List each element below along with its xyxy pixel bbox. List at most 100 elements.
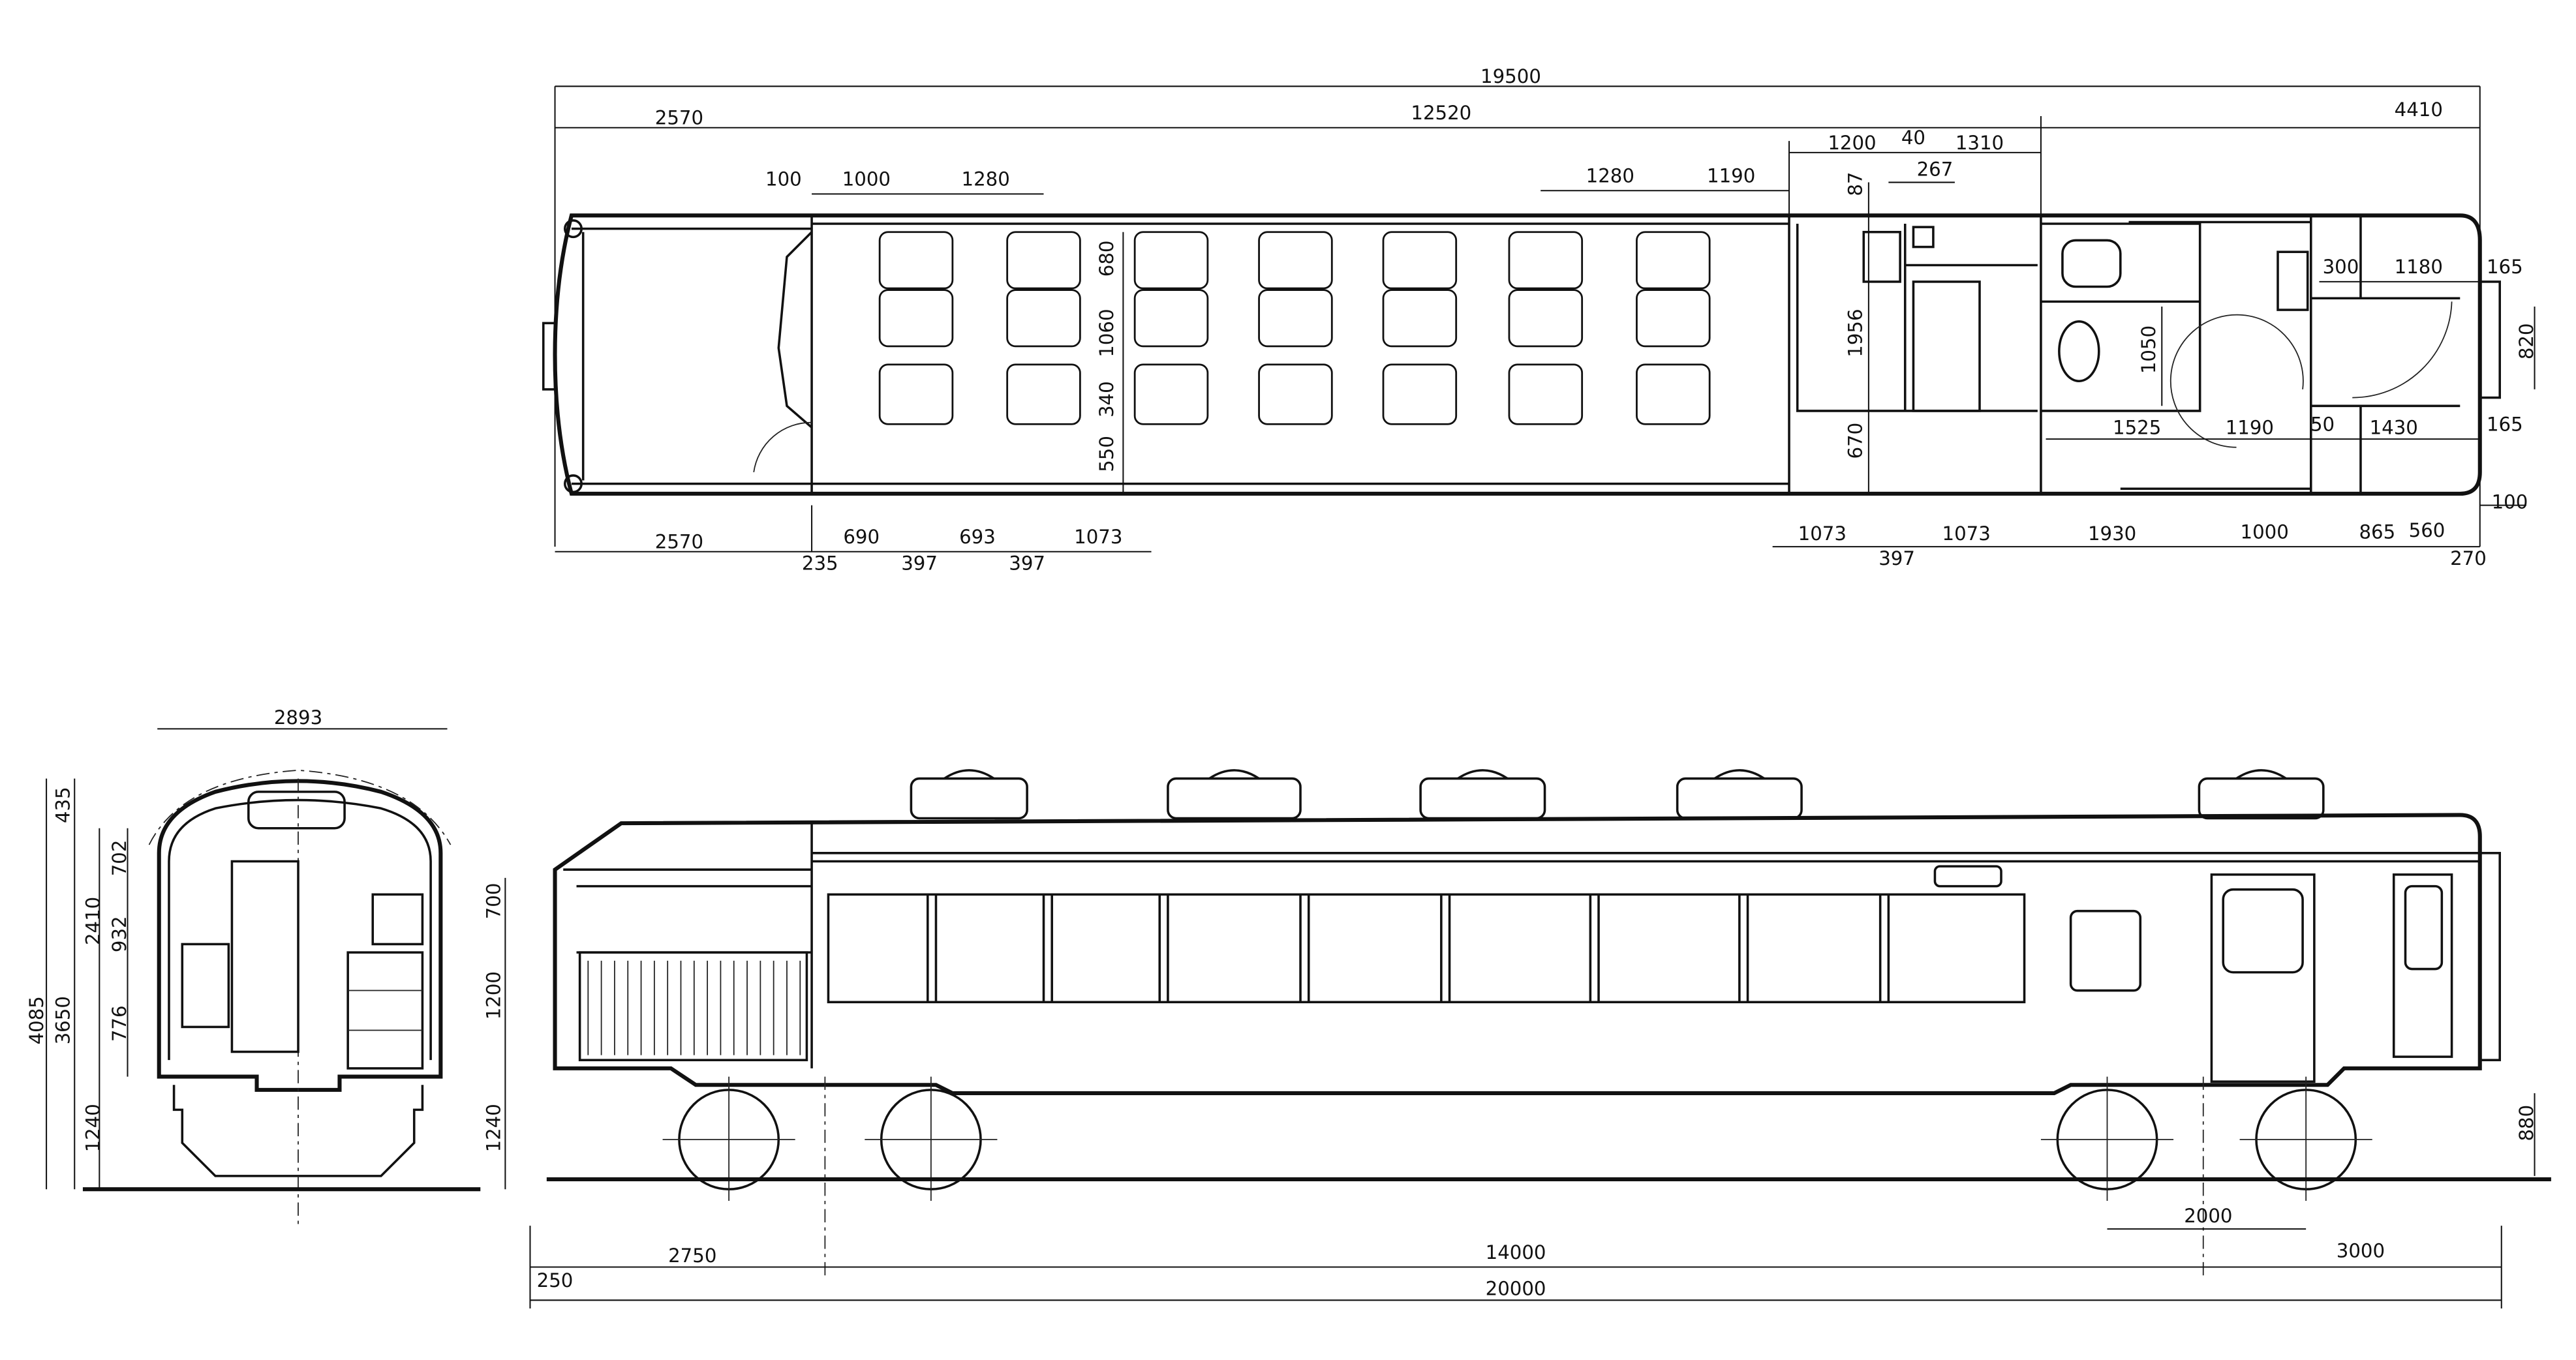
dimension-label: 1060 xyxy=(1096,309,1118,357)
dimension-label: 300 xyxy=(2323,256,2359,278)
dimension-label: 693 xyxy=(959,526,996,548)
seat xyxy=(878,289,954,348)
roof-vent xyxy=(1167,777,1302,820)
dimension-label: 670 xyxy=(1845,423,1867,459)
roof-vents xyxy=(910,769,2325,820)
dimension-label: 397 xyxy=(901,552,938,575)
window-mullion xyxy=(1589,894,1600,1003)
dimension-label: 267 xyxy=(1917,158,1954,180)
seat xyxy=(878,231,954,290)
side-view xyxy=(546,769,2551,1276)
dimension-label: 1073 xyxy=(1074,526,1122,548)
wheel-axis xyxy=(662,1076,795,1201)
dimension-label: 2570 xyxy=(655,107,703,129)
seat xyxy=(1258,231,1333,290)
dimension-label: 1073 xyxy=(1942,522,1991,545)
dimension-label: 700 xyxy=(483,883,505,920)
roof-vent xyxy=(2198,777,2325,820)
seat xyxy=(1636,289,1711,348)
seat xyxy=(1133,231,1209,290)
roof-vent xyxy=(1419,777,1546,820)
dimension-label: 776 xyxy=(108,1005,130,1042)
dimension-label: 165 xyxy=(2487,413,2523,435)
seats xyxy=(878,231,1711,425)
dimension-label: 235 xyxy=(802,552,838,575)
dimension-label: 1930 xyxy=(2088,522,2136,545)
dimension-label: 1240 xyxy=(82,1104,104,1152)
dimension-label: 1190 xyxy=(1707,165,1755,187)
dimension-label: 1200 xyxy=(483,971,505,1020)
dimension-label: 932 xyxy=(108,916,130,952)
dimension-label: 1000 xyxy=(2241,521,2289,543)
vent-dome xyxy=(943,769,995,780)
dimension-label: 865 xyxy=(2359,521,2395,543)
seat xyxy=(1508,289,1584,348)
roof-vent xyxy=(910,777,1028,820)
dimension-label: 3000 xyxy=(2337,1239,2385,1262)
dimension-label: 165 xyxy=(2487,256,2523,278)
dimension-label: 560 xyxy=(2409,519,2446,541)
window-mullion xyxy=(1299,894,1310,1003)
wheel-axis xyxy=(865,1076,998,1201)
dimension-label: 2893 xyxy=(274,706,322,729)
window-panes xyxy=(927,894,1890,1003)
dimension-label: 1280 xyxy=(1586,165,1634,187)
dimension-label: 690 xyxy=(843,526,880,548)
seat xyxy=(1636,231,1711,290)
dimension-label: 50 xyxy=(2310,413,2335,435)
seat xyxy=(1006,289,1081,348)
railing-pattern xyxy=(587,960,801,1055)
seat xyxy=(1006,363,1081,425)
dimension-label: 880 xyxy=(2515,1105,2538,1141)
seat xyxy=(1508,231,1584,290)
dimension-label: 2750 xyxy=(668,1245,716,1267)
dimension-label: 1240 xyxy=(483,1104,505,1152)
dimension-label: 1190 xyxy=(2226,416,2274,438)
plan-view xyxy=(542,213,2501,496)
window-mullion xyxy=(927,894,938,1003)
seat xyxy=(878,363,954,425)
dimension-label: 340 xyxy=(1096,381,1118,417)
seat xyxy=(1636,363,1711,425)
dimension-label: 1956 xyxy=(1845,309,1867,357)
dimension-label: 12520 xyxy=(1411,102,1471,124)
wheel-axis xyxy=(2040,1076,2174,1201)
dimension-label: 1525 xyxy=(2113,416,2161,438)
dimension-label: 20000 xyxy=(1486,1278,1546,1300)
dimension-label: 2410 xyxy=(82,897,104,945)
seat xyxy=(1382,363,1458,425)
seat xyxy=(1258,363,1333,425)
dimension-label: 40 xyxy=(1901,127,1925,149)
roof-vent xyxy=(1676,777,1803,820)
dimension-label: 100 xyxy=(2492,491,2528,513)
dimension-label: 100 xyxy=(765,168,802,190)
dimension-label: 19500 xyxy=(1480,65,1541,87)
dimension-label: 4085 xyxy=(25,996,48,1044)
dimension-label: 680 xyxy=(1096,240,1118,277)
window-mullion xyxy=(1440,894,1451,1003)
dimension-label: 270 xyxy=(2450,547,2487,569)
dimension-label: 1310 xyxy=(1955,132,2004,154)
vent-dome xyxy=(1457,769,1509,780)
end-view xyxy=(82,769,481,1226)
window-mullion xyxy=(1158,894,1169,1003)
seat xyxy=(1006,231,1081,290)
dimension-label: 550 xyxy=(1096,436,1118,472)
dimension-label: 435 xyxy=(52,787,74,823)
dimension-label: 397 xyxy=(1878,547,1915,569)
dimension-label: 14000 xyxy=(1486,1241,1546,1263)
vent-dome xyxy=(1208,769,1260,780)
window-mullion xyxy=(1738,894,1749,1003)
window-mullion xyxy=(1878,894,1890,1003)
dimension-lines xyxy=(46,85,2536,1309)
dimension-label: 4410 xyxy=(2395,98,2443,121)
dimension-label: 1430 xyxy=(2370,416,2418,438)
seat xyxy=(1508,363,1584,425)
dimension-label: 250 xyxy=(537,1269,574,1292)
dimension-label: 820 xyxy=(2515,323,2538,359)
seat xyxy=(1382,289,1458,348)
dimension-label: 1180 xyxy=(2395,256,2443,278)
window-mullion xyxy=(1042,894,1053,1003)
